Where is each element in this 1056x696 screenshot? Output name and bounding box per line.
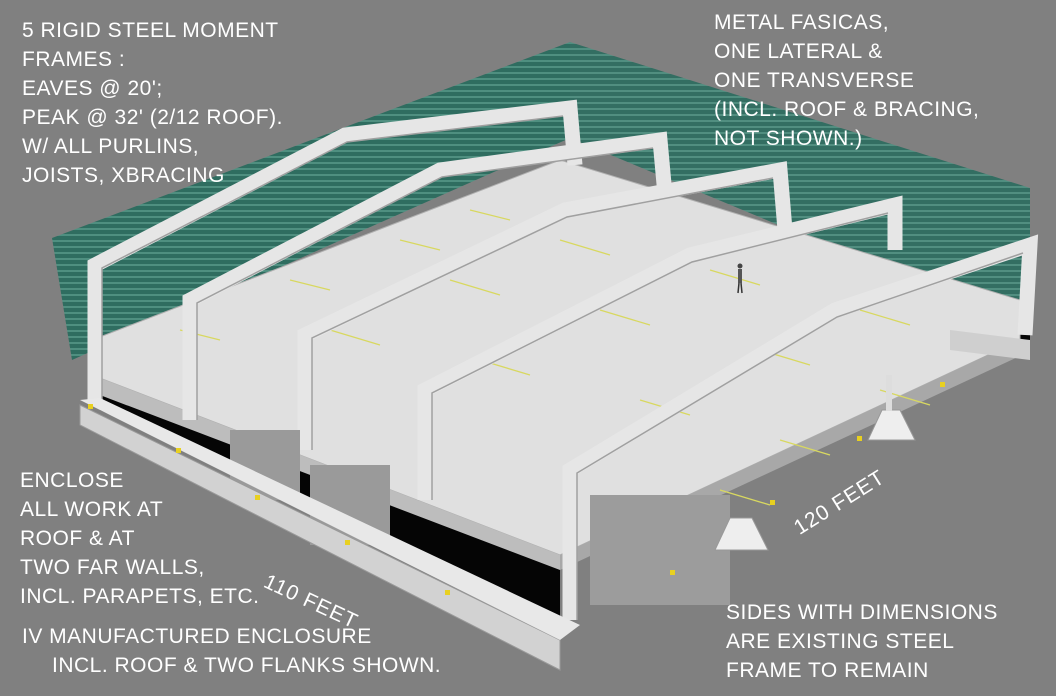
frame-2 [182,131,673,420]
enclose-note: ENCLOSE ALL WORK AT ROOF & AT TWO FAR WA… [20,466,260,611]
note-line: ENCLOSE [20,469,124,492]
note-line: SIDES WITH DIMENSIONS [726,601,998,624]
enclosure-panel-3 [590,495,730,605]
note-line: NOT SHOWN.) [714,127,863,150]
note-line: METAL FASICAS, [714,11,890,34]
fascias-note: METAL FASICAS, ONE LATERAL & ONE TRANSVE… [714,8,979,153]
footing-1 [867,409,916,441]
note-line: INCL. ROOF & TWO FLANKS SHOWN. [52,654,442,677]
note-line: 5 RIGID STEEL MOMENT [22,19,279,42]
right-edge-slab [950,330,1030,360]
footing-1-post [886,375,892,411]
purlins [179,209,931,506]
frame-edges [101,115,1024,620]
note-line: ONE LATERAL & [714,40,883,63]
note-line: INCL. PARAPETS, ETC. [20,585,260,608]
note-line: ONE TRANSVERSE [714,69,915,92]
footing-2 [714,517,769,551]
note-line: JOISTS, XBRACING [22,164,225,187]
note-line: W/ ALL PURLINS, [22,135,200,158]
frame-3 [297,161,793,450]
base-slab-top [80,398,580,640]
note-line: FRAME TO REMAIN [726,659,929,682]
note-line: TWO FAR WALLS, [20,556,205,579]
markers [88,382,945,595]
rigid-frames [87,99,1039,620]
note-line: EAVES @ 20'; [22,77,163,100]
note-line: IV MANUFACTURED ENCLOSURE [22,625,372,648]
manufactured-note: IV MANUFACTURED ENCLOSURE INCL. ROOF & T… [22,622,441,680]
note-line: PEAK @ 32' (2/12 ROOF). [22,106,283,129]
note-line: ROOF & AT [20,527,135,550]
person-figure [737,263,743,294]
far-wall-right [570,42,1030,330]
existing-note: SIDES WITH DIMENSIONS ARE EXISTING STEEL… [726,598,998,685]
note-line: FRAMES : [22,48,126,71]
note-line: ALL WORK AT [20,498,164,521]
note-line: ARE EXISTING STEEL [726,630,955,653]
base-slab-front [79,404,561,671]
frame-1 [87,99,583,400]
frames-note: 5 RIGID STEEL MOMENT FRAMES : EAVES @ 20… [22,16,283,190]
frame-4 [417,195,903,500]
note-line: (INCL. ROOF & BRACING, [714,98,980,121]
frame-5 [562,234,1039,620]
